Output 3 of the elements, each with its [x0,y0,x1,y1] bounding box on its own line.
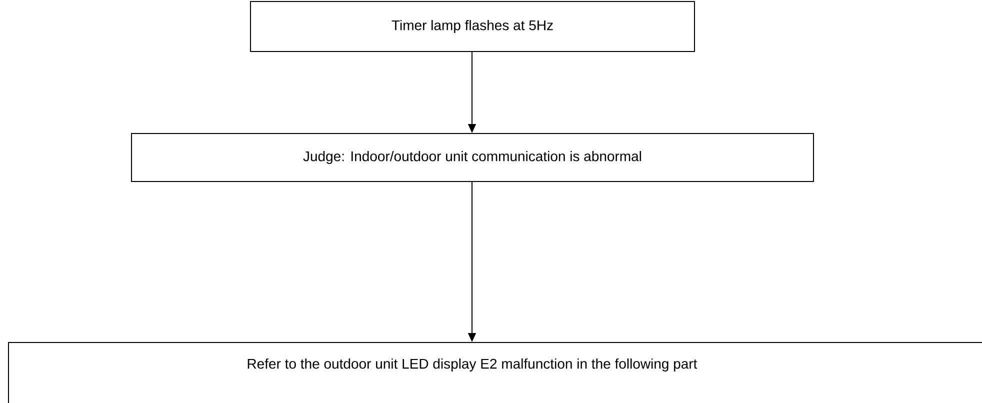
process-box: Refer to the outdoor unit LED display E2 malfunction in the following part [8,342,982,403]
process-box: Timer lamp flashes at 5Hz [250,1,695,52]
process-box: Judge: Indoor/outdoor unit communication is abnormal [131,133,814,182]
